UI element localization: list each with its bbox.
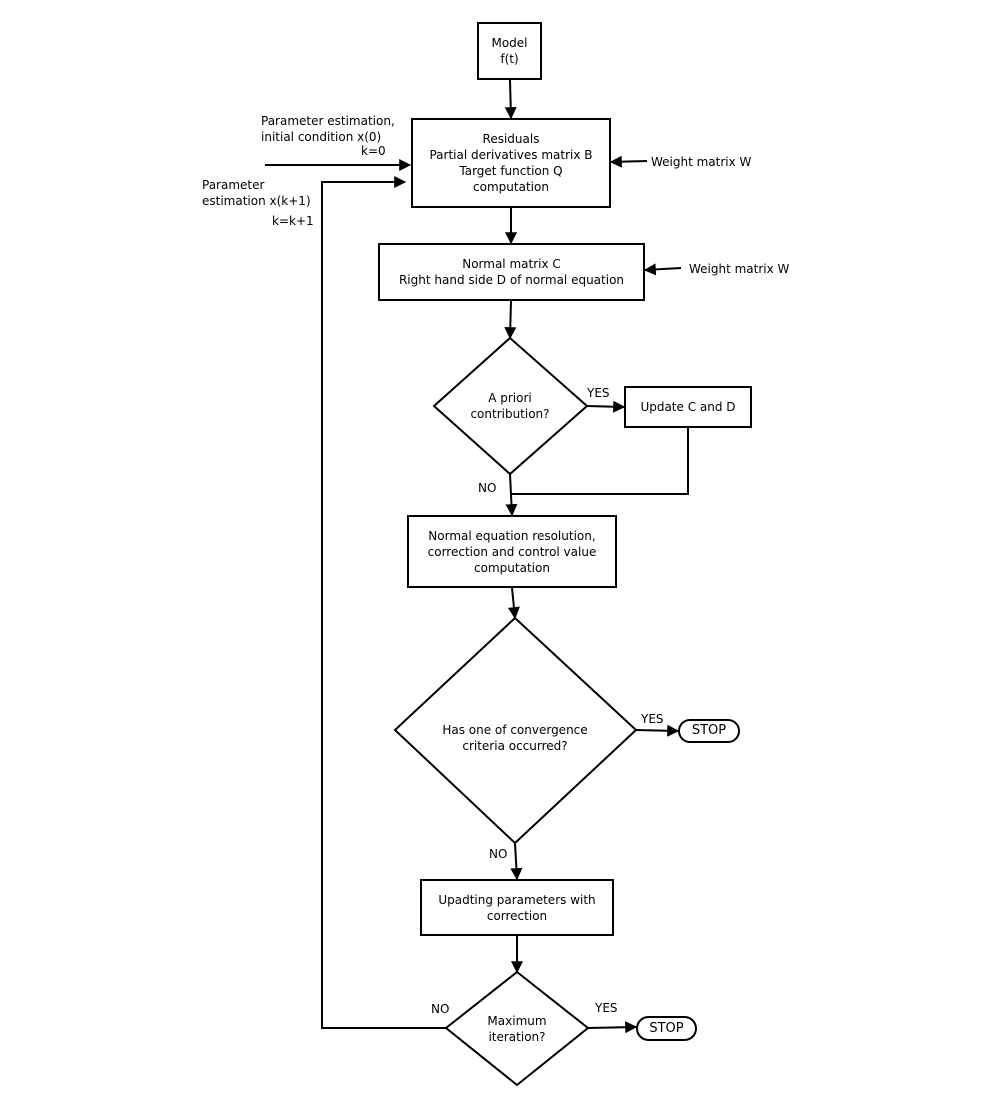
k-zero-label: k=0 (361, 144, 386, 158)
weight-matrix-label-2: Weight matrix W (689, 262, 790, 276)
next-estimation-line-2: estimation x(k+1) (202, 194, 311, 208)
model-line-1: Model (491, 36, 528, 50)
arrow-convergence-no (510, 842, 523, 881)
initial-estimation-label: Parameter estimation, initial condition … (261, 113, 395, 145)
model-line-2: f(t) (500, 52, 519, 66)
yes-label-apriori: YES (587, 386, 610, 400)
a-priori-line-1: A priori (488, 391, 532, 405)
arrow-convergence-yes (635, 724, 680, 737)
yes-label-convergence: YES (641, 712, 664, 726)
weight-matrix-label-1: Weight matrix W (651, 155, 752, 169)
resolution-line-3: computation (474, 560, 550, 575)
residuals-line-2: Partial derivatives matrix B (429, 148, 593, 162)
residuals-box: Residuals Partial derivatives matrix B T… (411, 118, 611, 208)
arrow-model-to-residuals (504, 79, 517, 120)
normal-matrix-line-1: Normal matrix C (462, 257, 561, 271)
arrow-apriori-no (505, 473, 518, 517)
no-label-max-iteration: NO (431, 1002, 450, 1016)
arrow-loop-back (321, 176, 446, 1029)
initial-estimation-line-2: initial condition x(0) (261, 130, 382, 144)
convergence-text: Has one of convergence criteria occurred… (400, 718, 630, 758)
a-priori-text: A priori contribution? (440, 386, 580, 426)
update-cd-label: Update C and D (640, 400, 736, 414)
residuals-line-1: Residuals (482, 132, 540, 146)
model-box: Model f(t) (477, 22, 542, 80)
arrow-max-yes (587, 1021, 638, 1034)
max-iteration-diamond (444, 970, 590, 1087)
no-label-convergence: NO (489, 847, 508, 861)
updating-line-1: Upadting parameters with (438, 892, 596, 907)
normal-matrix-box: Normal matrix C Right hand side D of nor… (378, 243, 645, 301)
a-priori-line-2: contribution? (470, 407, 550, 421)
arrow-normal-to-apriori (504, 300, 517, 340)
residuals-line-3: Target function Q (459, 164, 563, 178)
initial-estimation-line-1: Parameter estimation, (261, 114, 395, 128)
resolution-line-1: Normal equation resolution, (428, 528, 596, 543)
updating-line-2: correction (486, 908, 548, 923)
residuals-line-4: computation (473, 180, 549, 194)
resolution-line-2: correction and control value (427, 544, 597, 559)
arrow-apriori-yes (586, 400, 626, 413)
max-iteration-text: Maximum iteration? (462, 1009, 572, 1049)
stop-1-label: STOP (691, 723, 727, 738)
convergence-line-2: criteria occurred? (462, 739, 568, 753)
resolution-box: Normal equation resolution, correction a… (407, 515, 617, 588)
normal-matrix-line-2: Right hand side D of normal equation (398, 273, 625, 287)
update-cd-box: Update C and D (624, 386, 752, 428)
max-iteration-line-1: Maximum (487, 1014, 547, 1028)
no-label-apriori: NO (478, 481, 497, 495)
arrow-weight-2 (643, 263, 682, 276)
stop-2-label: STOP (649, 1020, 684, 1036)
k-increment-label: k=k+1 (272, 214, 314, 228)
convergence-line-1: Has one of convergence (442, 723, 588, 737)
next-estimation-line-1: Parameter (202, 178, 265, 192)
arrow-resolution-to-convergence (507, 587, 520, 620)
arrow-weight-1 (609, 155, 648, 168)
yes-label-max-iteration: YES (595, 1001, 618, 1015)
line-update-return (511, 428, 689, 495)
updating-parameters-box: Upadting parameters with correction (420, 879, 614, 936)
stop-terminal-2: STOP (636, 1016, 697, 1041)
stop-terminal-1: STOP (678, 719, 740, 743)
next-estimation-label: Parameter estimation x(k+1) (202, 177, 311, 209)
max-iteration-line-2: iteration? (488, 1030, 546, 1044)
